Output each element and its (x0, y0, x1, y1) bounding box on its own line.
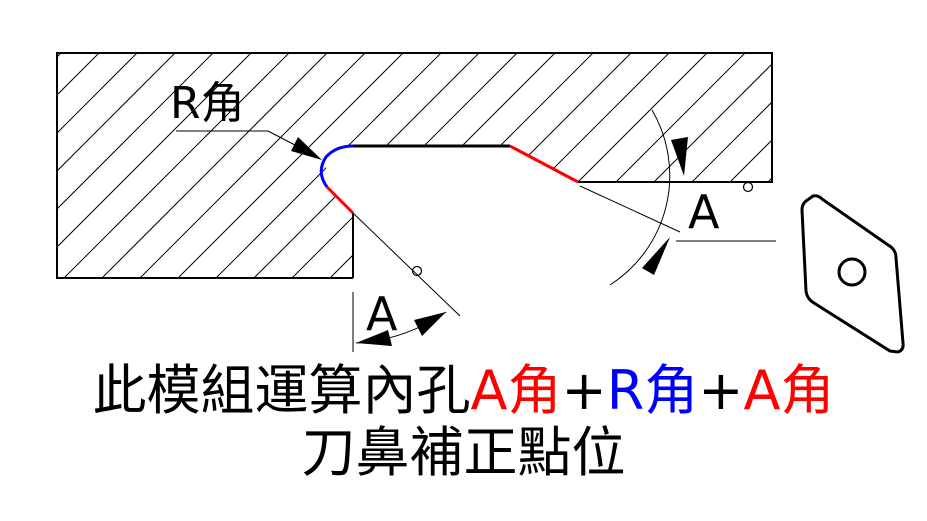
caption-segment: R角 (606, 359, 699, 422)
left-angle-arrow-right-icon (414, 312, 446, 336)
radius-segment (319, 144, 354, 188)
hatch-line (57, 53, 227, 278)
hatch-line (193, 53, 455, 278)
degree-symbol-right (742, 181, 754, 193)
hatch-line (459, 53, 721, 278)
hatch-line (916, 40, 927, 300)
right-angle-arrow-top-icon (671, 137, 688, 176)
angle-segment-right (509, 144, 579, 184)
hatch-line (155, 53, 417, 278)
right-angle-arrow-bottom-icon (642, 237, 670, 275)
hatch-line (307, 53, 569, 278)
hatch-line (117, 53, 379, 278)
caption-segment: A角 (470, 359, 562, 422)
right-angle-arc (609, 109, 671, 286)
hatch-line (269, 53, 531, 278)
left-extension-line (352, 212, 461, 317)
caption-line-2: 刀鼻補正點位 (301, 421, 626, 484)
corner-radius-label: R角 (170, 78, 245, 129)
angle-segment-left (325, 185, 355, 215)
cutting-insert-icon (800, 194, 905, 354)
hatch-line (57, 53, 151, 278)
insert-hole-icon (837, 257, 867, 287)
hatch-line (231, 53, 493, 278)
caption-segment: A角 (743, 359, 835, 422)
hatch-line (535, 53, 772, 278)
hatch-line (57, 53, 189, 278)
hatch-line (497, 53, 759, 278)
caption-line-1: 此模組運算內孔A角+R角+A角 (0, 358, 927, 424)
caption-segment: + (698, 359, 744, 422)
right-extension-line (579, 185, 681, 233)
radius-leader-arrow-icon (291, 137, 322, 160)
hatch-line (573, 53, 772, 278)
hatch-line (79, 53, 341, 278)
hatch-line (57, 53, 113, 278)
hatch-line (383, 53, 645, 278)
hatch-line (57, 53, 303, 278)
hatch-line (421, 53, 683, 278)
degree-symbol-left (411, 265, 423, 277)
caption-segment: 此模組運算內孔 (92, 359, 471, 422)
hatch-line (345, 53, 607, 278)
angle-label-left: A (366, 287, 398, 341)
hatch-line (57, 53, 75, 278)
workpiece-outline (56, 52, 773, 279)
hatch-line (57, 53, 265, 278)
hatch-line (0, 40, 36, 300)
left-angle-arrow-left-icon (356, 330, 392, 346)
caption-segment: + (561, 359, 607, 422)
angle-label-right: A (688, 185, 720, 239)
workpiece-hatching (0, 40, 927, 300)
